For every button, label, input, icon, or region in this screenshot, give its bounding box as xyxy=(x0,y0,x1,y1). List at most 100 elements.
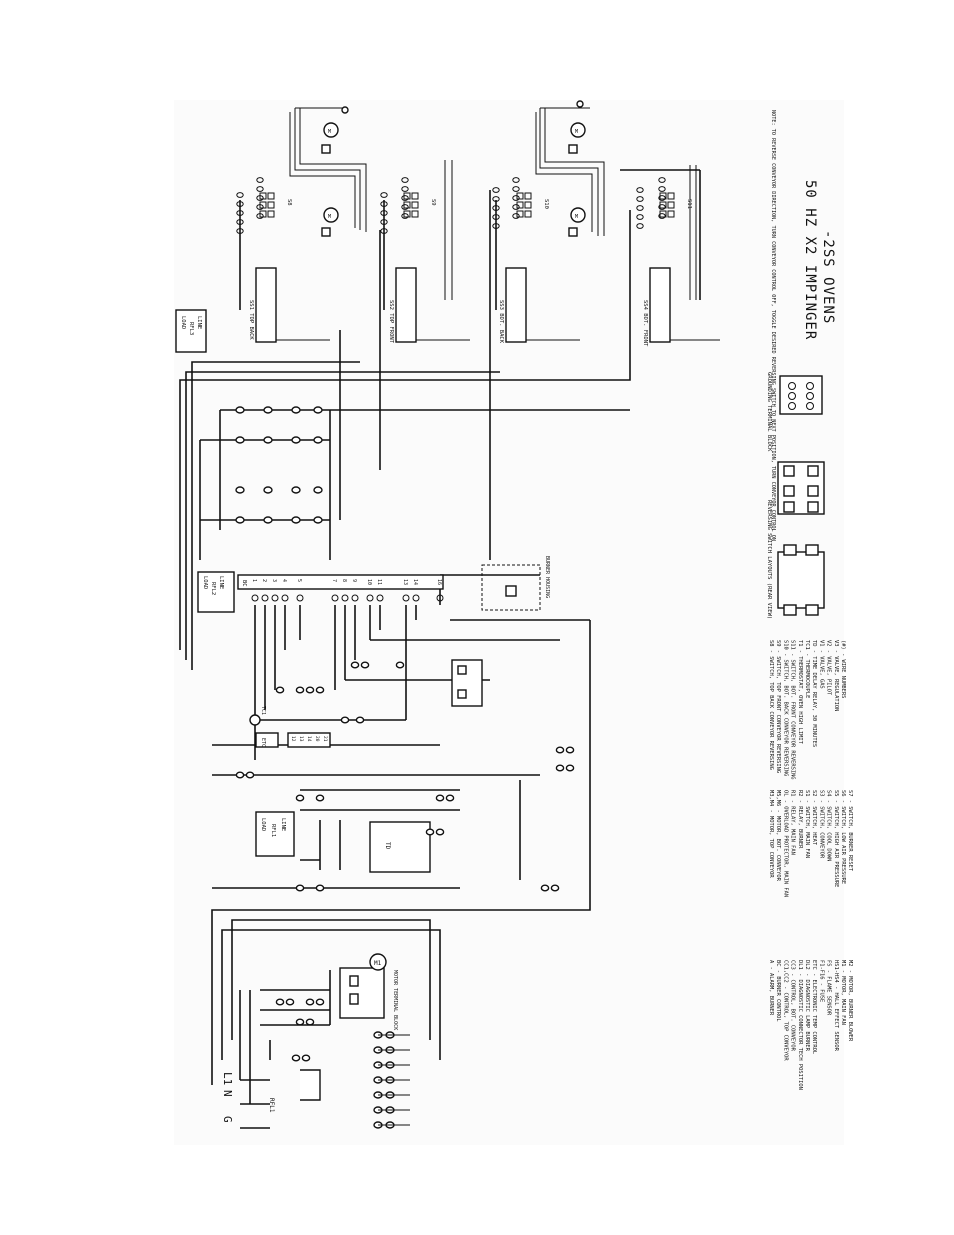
fuse-connector xyxy=(235,516,245,524)
legend-column-3: S8 - SWITCH, TOP BACK CONVEYOR REVERSING… xyxy=(768,640,846,780)
svg-text:LINE: LINE xyxy=(218,576,224,589)
legend-entry: A - ALARM, BURNER xyxy=(768,960,774,1016)
fuse-connector xyxy=(291,436,301,444)
rfl1-box: LOAD RFL1 LINE xyxy=(255,811,295,857)
connector-pin xyxy=(236,201,244,207)
main-wiring xyxy=(179,107,720,1129)
svg-text:SS4 BOT. FRONT: SS4 BOT. FRONT xyxy=(642,300,648,347)
reversing-switch-cluster: S9 xyxy=(403,192,436,218)
burner-housing: BURNER HOUSING xyxy=(481,556,550,611)
legend-entry: S3 - SWITCH, CONVEYOR xyxy=(818,790,824,859)
ss4-terminal-strip: SS4 BOT. FRONT xyxy=(642,267,671,347)
connector-pin xyxy=(256,204,264,210)
connector-pin xyxy=(512,204,520,210)
connector-pin xyxy=(512,213,520,219)
svg-text:RFL2: RFL2 xyxy=(210,582,216,595)
svg-text:M1: M1 xyxy=(374,960,382,967)
label-l1: L1 xyxy=(221,1072,234,1085)
fuse-connector xyxy=(313,406,323,414)
connector-pin xyxy=(315,998,325,1006)
legend-entry: V1 - VALVE, GAS xyxy=(818,640,824,689)
reversing-switch-cluster: S8 xyxy=(259,192,292,218)
grounding-terminal-block xyxy=(779,375,823,415)
connector-pin xyxy=(305,998,315,1006)
fuse-connector xyxy=(263,406,273,414)
connector-pin xyxy=(565,746,575,754)
switch-label: S9 xyxy=(430,199,436,206)
connector-pin xyxy=(275,686,285,694)
legend-entry: R2 - RELAY, BURNER xyxy=(797,790,803,849)
connector-pin xyxy=(380,192,388,198)
connector-pin xyxy=(565,764,575,772)
svg-text:LOAD: LOAD xyxy=(260,818,266,831)
legend-entry: HS1-HS4 - HALL EFFECT SENSOR xyxy=(833,960,839,1052)
legend-entry: S1 - SWITCH, MAIN FAN xyxy=(804,790,810,858)
bc-terminal-label: 2 xyxy=(261,579,267,582)
connector-pin xyxy=(245,771,255,779)
connector-pin xyxy=(235,771,245,779)
connector-pin xyxy=(401,213,409,219)
legend-entry: M3,M4 - MOTOR, TOP CONVEYOR xyxy=(768,790,774,878)
svg-text:SS1 TOP BACK: SS1 TOP BACK xyxy=(248,300,254,340)
connector-pin xyxy=(236,219,244,225)
bc-terminal-label: 13 xyxy=(402,579,408,585)
svg-text:SS2 TOP FRONT: SS2 TOP FRONT xyxy=(388,300,394,344)
connector-pin xyxy=(435,794,445,802)
connector-pin xyxy=(540,884,550,892)
legend-entry: T1 - THERMOSTAT, OVEN HIGH LIMIT xyxy=(797,640,803,745)
connector-pin xyxy=(401,186,409,192)
connector-pin xyxy=(295,884,305,892)
legend-entry: S5 - SWITCH, HIGH AIR PRESSURE xyxy=(833,790,839,887)
reversing-switch-label: REVERSING SWITCH LAYOUTS (REAR VIEW) xyxy=(766,500,772,619)
connector-pin xyxy=(295,1018,305,1026)
svg-text:SS3 BOT. BACK: SS3 BOT. BACK xyxy=(498,300,504,344)
legend-entry: M2 - MOTOR, BURNER BLOWER xyxy=(847,960,853,1042)
connector-pin xyxy=(285,998,295,1006)
fuse-connector xyxy=(291,516,301,524)
svg-text:LINE: LINE xyxy=(280,818,286,831)
svg-text:LOAD: LOAD xyxy=(202,576,208,589)
legend-entry: S2 - SWITCH, HEAT xyxy=(811,790,817,846)
legend-entry: S9 - SWITCH, TOP FRONT CONVEYOR REVERSIN… xyxy=(775,640,781,773)
fuse-connector xyxy=(313,516,323,524)
connector-pin xyxy=(395,661,405,669)
bc-terminal-label: 11 xyxy=(376,579,382,585)
svg-text:LINE: LINE xyxy=(196,316,202,329)
connector-pin xyxy=(301,1054,311,1062)
connector-pin xyxy=(636,214,644,220)
connector-pin xyxy=(305,686,315,694)
ss2-terminal-strip: SS2 TOP FRONT xyxy=(388,267,417,344)
connector-pin xyxy=(236,192,244,198)
bc-terminal-label: 10 xyxy=(366,579,372,585)
bc-terminal-label: 7 xyxy=(331,579,337,582)
connector-pin xyxy=(401,177,409,183)
connector-pin xyxy=(380,228,388,234)
switch-label: S10 xyxy=(543,199,549,209)
legend-entry: FS - FLAME SENSOR xyxy=(826,960,832,1016)
connector-pin xyxy=(658,186,666,192)
connector-pin xyxy=(256,177,264,183)
connector-pin xyxy=(236,210,244,216)
legend-entry: R1 - RELAY, MAIN FAN xyxy=(790,790,796,855)
svg-text:RFL3: RFL3 xyxy=(188,322,194,335)
legend-entry: V3 - VALVE, REGULATION xyxy=(833,640,839,711)
connector-pin xyxy=(658,177,666,183)
legend-entry: F1-F16 - FUSE xyxy=(818,960,824,1002)
svg-text:BC: BC xyxy=(241,580,247,587)
motor-assembly-top-left: M M xyxy=(321,106,349,237)
connector-pin xyxy=(291,1054,301,1062)
rfl-bottom-left: RFL1 xyxy=(268,1069,321,1113)
connector-pin xyxy=(401,204,409,210)
legend-entry: S10 - SWITCH, BOT. BACK CONVEYOR REVERSI… xyxy=(782,640,788,776)
legend-entry: M1 - MOTOR, MAIN FAN xyxy=(840,960,846,1025)
connector-pin xyxy=(401,195,409,201)
connector-pin xyxy=(256,195,264,201)
connector-pin xyxy=(256,213,264,219)
connector-pin xyxy=(380,219,388,225)
relay-block xyxy=(451,659,483,707)
bc-terminal-label: 1 xyxy=(251,579,257,582)
connector-pin xyxy=(425,828,435,836)
